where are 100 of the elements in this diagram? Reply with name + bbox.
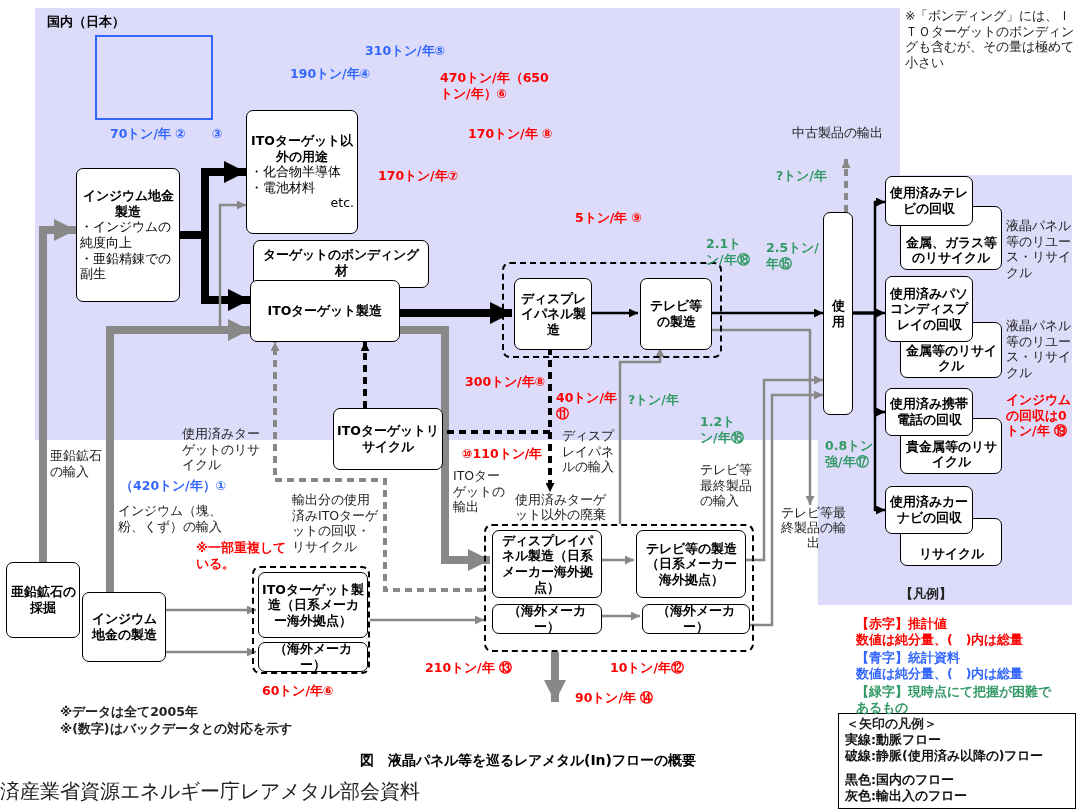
quantity-label: ※一部重複している。 (196, 540, 288, 572)
arrow (590, 308, 638, 318)
quantity-label: 210トン/年 ⑬ (425, 660, 513, 676)
quantity-label: ?トン/年 (776, 168, 828, 184)
quantity-label: ③ (212, 126, 224, 142)
quantity-label: 10トン/年⑫ (610, 660, 685, 676)
quantity-label: 300トン/年⑧ (465, 374, 547, 390)
arrow (39, 219, 76, 562)
note-text: 輸出分の使用済みITOターゲットの回収・リサイクル (292, 492, 380, 555)
edge-label: ITOターゲットの輸出 (453, 468, 506, 515)
quantity-label: ⑩110トン/年 (462, 446, 544, 462)
box-text: インジウム地金製造 (81, 188, 175, 220)
process-box (823, 212, 853, 415)
quantity-label: 2.1トン/年⑱ (706, 236, 751, 268)
box-text: ・インジウムの純度向上 (80, 219, 172, 251)
quantity-label: （420トン/年）① (120, 478, 228, 494)
arrow (400, 302, 512, 324)
quantity-label: 90トン/年 ⑭ (575, 690, 655, 706)
box-text: （海外メーカー） (507, 603, 587, 635)
process-box (250, 280, 400, 342)
quantity-label: 40トン/年⑪ (556, 390, 618, 422)
arrow (710, 308, 823, 318)
box-text: 金属、ガラス等のリサイクル (904, 234, 998, 266)
arrow (841, 159, 851, 212)
box-text: （海外メーカー） (656, 603, 736, 635)
process-box (258, 642, 368, 672)
box-text: ITOターゲットリサイクル (337, 423, 439, 455)
quantity-label: ?トン/年 (628, 392, 680, 408)
box-text: テレビ等の製造 (649, 298, 703, 330)
process-box (885, 176, 973, 226)
box-text: ・化合物半導体 (250, 164, 342, 180)
process-box (885, 388, 973, 436)
process-box (76, 168, 180, 302)
quantity-label: 470トン/年（650トン/年）⑥ (440, 70, 550, 102)
box-text: 使用済みカーナビの回収 (889, 494, 969, 526)
legend-entry: 破線:静脈(使用済み以降の)フロー (845, 748, 1044, 764)
box-text: 金属等のリサイクル (904, 342, 998, 374)
box-text: 使用済みテレビの回収 (889, 185, 969, 217)
figure-caption: 図 液晶パネル等を巡るレアメタル(In)フローの概要 (360, 752, 696, 770)
legend-entry: あるもの (856, 700, 908, 716)
legend-entry: 数値は純分量、( )内は総量 (856, 632, 1024, 648)
box-text: ITOターゲット製造 (267, 303, 383, 319)
box-text: リサイクル (918, 546, 984, 562)
quantity-label: 190トン/年④ (290, 66, 372, 82)
note-text: 済産業省資源エネルギー庁レアメタル部会資料 (0, 779, 421, 804)
note-text: 液晶パネル等のリユース・リサイクル (1006, 218, 1072, 281)
box-text: ターゲットのボンディング材 (262, 247, 421, 279)
arrow (853, 311, 885, 515)
edge-label: テレビ等最終製品の輸入 (700, 462, 753, 509)
process-box (640, 278, 712, 350)
arrow (618, 348, 665, 524)
legend-entry: 黒色:国内のフロー (845, 772, 954, 788)
note-text: 【凡例】 (900, 586, 953, 602)
box-text: テレビ等の製造（日系メーカー海外拠点） (644, 540, 738, 588)
arrow (270, 342, 484, 592)
arrow (710, 328, 815, 505)
legend-entry: 灰色:輸出入のフロー (845, 788, 967, 804)
edge-label: ディスプレイパネルの輸入 (562, 428, 616, 475)
legend-entry: 【青字】統計資料 (856, 650, 960, 666)
process-box (6, 562, 80, 638)
process-box (246, 110, 358, 234)
process-box (492, 530, 602, 598)
arrow (744, 375, 823, 562)
quantity-label: 0.8トン強/年⑰ (825, 438, 875, 470)
box-text: 使用済み携帯電話の回収 (889, 396, 969, 428)
arrow (360, 342, 370, 408)
edge-label: 亜鉛鉱石の輸入 (50, 448, 103, 480)
process-box (492, 604, 602, 634)
note-text: ※「ボンディング」には、ＩＴＯターゲットのボンディングも含むが、その量は極めて小さい (905, 8, 1075, 71)
box-text: 亜鉛鉱石の採掘 (10, 584, 76, 616)
dashed-group-frame (484, 524, 754, 652)
box-text: ディスプレイパネル製造 (519, 290, 587, 338)
box-text: ディスプレイパネル製造（日系メーカー海外拠点） (500, 532, 595, 596)
process-box (514, 278, 592, 350)
box-text: ITOターゲット製造（日系メーカー海外拠点） (262, 581, 364, 629)
legend-entry: 【赤字】推計値 (856, 616, 947, 632)
quantity-label: インジウムの回収は0トン/年 ⑲ (1006, 392, 1072, 439)
box-text: ITOターゲット以外の用途 (250, 132, 354, 165)
note-text: ※(数字)はバックデータとの対応を示す (60, 721, 293, 737)
arrow (166, 605, 256, 615)
process-box (885, 276, 973, 342)
empty-frame (95, 35, 213, 120)
edge-label: 使用済みターゲットのリサイクル (182, 426, 261, 473)
arrow (106, 319, 250, 592)
note-text: ※データは全て2005年 (60, 704, 199, 720)
quantity-label: 60トン/年⑥ (262, 683, 335, 699)
quantity-label: 70トン/年 ② (110, 126, 187, 142)
box-text: etc. (329, 195, 354, 212)
process-box (642, 604, 750, 634)
arrow (748, 390, 823, 627)
arrow (600, 555, 634, 565)
arrow (370, 615, 484, 625)
note-text: ＜矢印の凡例＞ (846, 716, 938, 732)
box-text: （海外メーカー） (273, 641, 353, 673)
legend-entry: 数値は純分量、( )内は総量 (856, 666, 1024, 682)
region-title: 国内（日本） (47, 13, 125, 31)
process-box (82, 592, 166, 662)
box-text: 貴金属等のリサイクル (904, 438, 998, 470)
process-box (258, 572, 368, 638)
edge-label: インジウム（塊、粉、くず）の輸入 (118, 503, 222, 535)
